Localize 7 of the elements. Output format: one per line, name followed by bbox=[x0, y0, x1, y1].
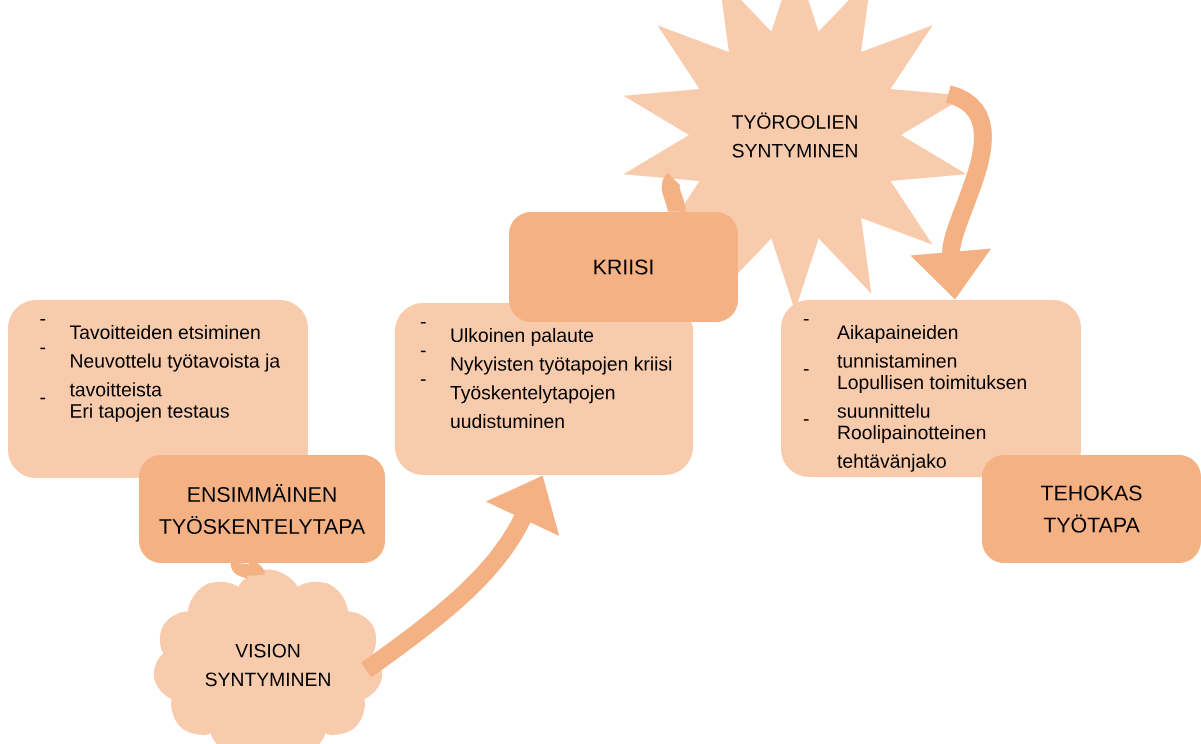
node-label: TYÖROOLIEN SYNTYMINEN bbox=[732, 112, 857, 158]
list-box: - Ulkoinen palaute - Nykyisten työtapojen kriisi - Työskentelytapojen uudistuminen bbox=[395, 303, 693, 475]
list-box: - Aikapaineiden tunnistaminen - Lopullisen toimituksen suunnittelu - Roolipainotteinen tehtävänjako bbox=[781, 300, 1081, 477]
stage-box: TEHOKAS TYÖTAPA bbox=[982, 455, 1201, 563]
stage-box: ENSIMMÄINEN TYÖSKENTELYTAPA bbox=[139, 455, 385, 563]
stage-box: KRIISI bbox=[509, 212, 738, 322]
list-box: - Tavoitteiden etsiminen - Neuvottelu työtavoista ja tavoitteista - Eri tapojen testaus bbox=[8, 300, 308, 478]
